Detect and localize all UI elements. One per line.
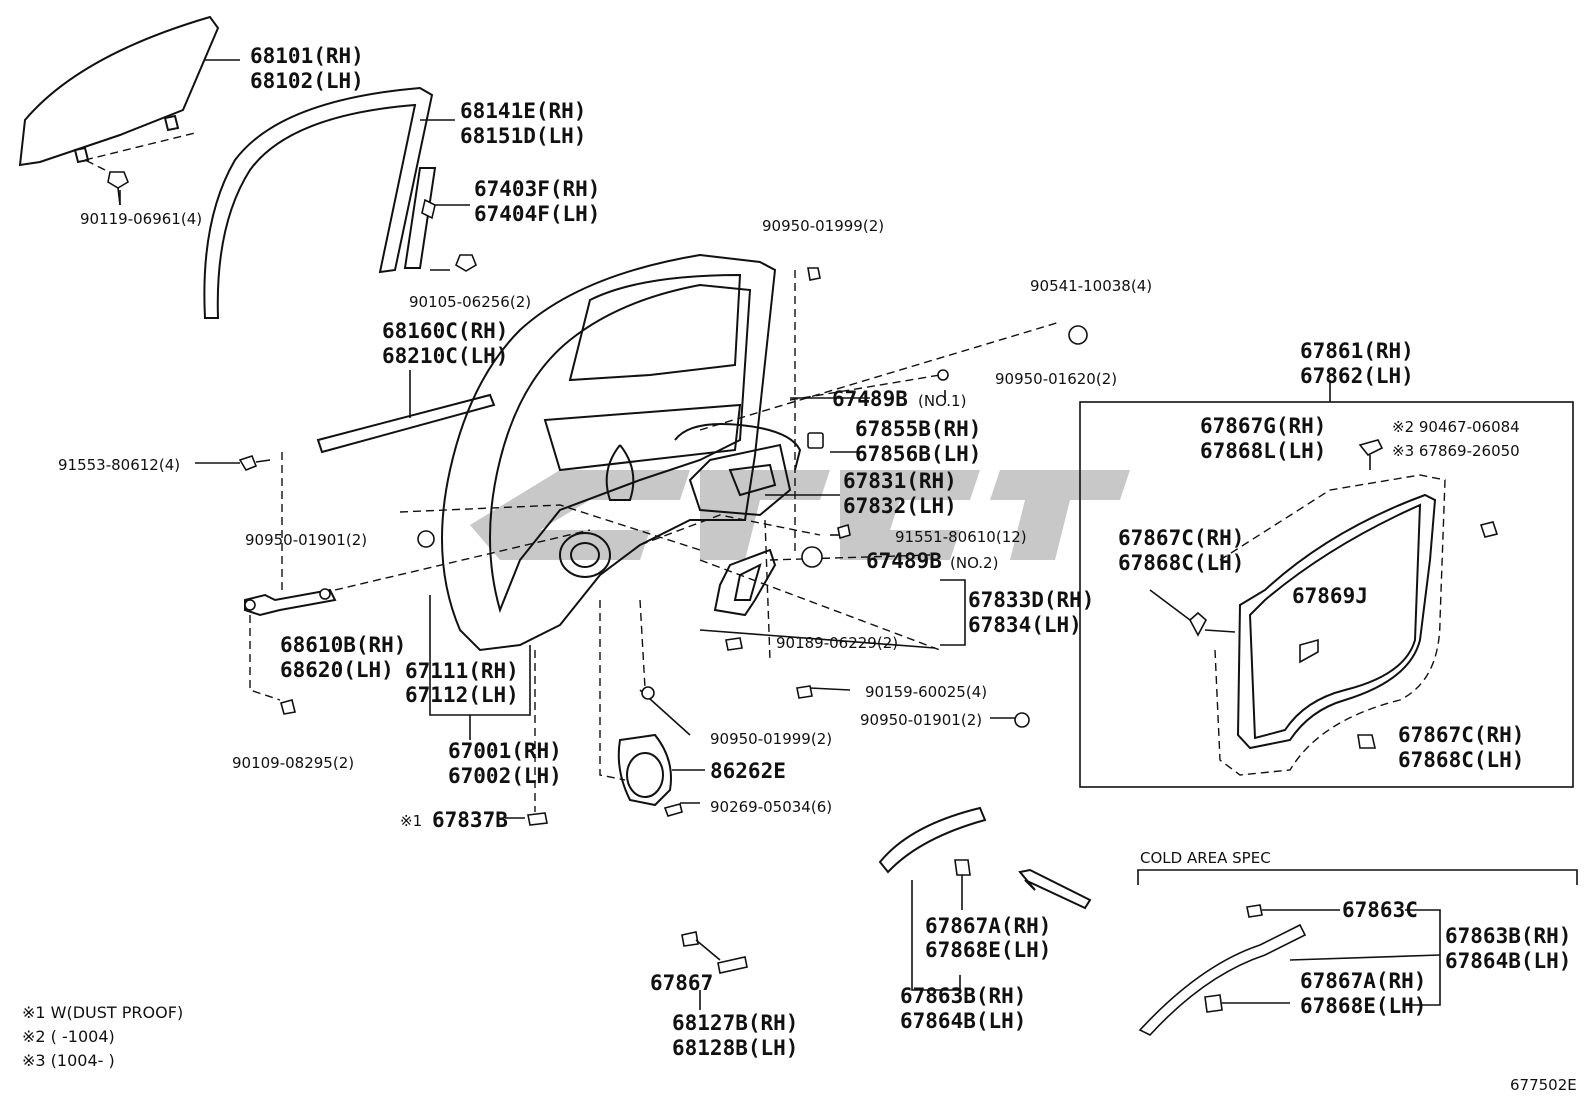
label-68101: 68101(RH) xyxy=(250,44,364,68)
label-67002: 67002(LH) xyxy=(448,764,562,788)
label-67864b-a: 67864B(LH) xyxy=(900,1009,1026,1033)
label-91553: 91553-80612(4) xyxy=(58,456,180,474)
footnote-2: ※2 ( -1004) xyxy=(22,1027,115,1046)
speaker xyxy=(617,733,705,807)
label-67831: 67831(RH) xyxy=(843,469,957,493)
belt-moulding xyxy=(316,370,496,454)
label-67111: 67111(RH) xyxy=(405,659,519,683)
door-lock xyxy=(674,423,840,517)
label-90541: 90541-10038(4) xyxy=(1030,277,1152,295)
label-90950-01901-right: 90950-01901(2) xyxy=(860,711,982,729)
label-68102: 68102(LH) xyxy=(250,69,364,93)
footnote-1: ※1 W(DUST PROOF) xyxy=(22,1003,183,1022)
inside-handle xyxy=(713,548,777,617)
label-90159: 90159-60025(4) xyxy=(865,683,987,701)
label-90119: 90119-06961(4) xyxy=(80,210,202,228)
label-67861: 67861(RH) xyxy=(1300,339,1414,363)
label-67001: 67001(RH) xyxy=(448,739,562,763)
moulding-strips xyxy=(681,806,1578,1036)
label-67489b-no1: 67489B xyxy=(832,387,908,411)
label-67868e-a: 67868E(LH) xyxy=(925,938,1051,962)
label-68141e: 68141E(RH) xyxy=(460,99,586,123)
label-90105: 90105-06256(2) xyxy=(409,293,531,311)
label-67856b: 67856B(LH) xyxy=(855,442,981,466)
label-86262e: 86262E xyxy=(710,759,786,783)
footnotes: ※1 W(DUST PROOF) ※2 ( -1004) ※3 (1004- ) xyxy=(22,1003,183,1070)
label-90950-01620: 90950-01620(2) xyxy=(995,370,1117,388)
label-67489b-no1-tag: (NO.1) xyxy=(918,392,966,410)
label-67855b: 67855B(RH) xyxy=(855,417,981,441)
label-90109: 90109-08295(2) xyxy=(232,754,354,772)
label-67863b-b: 67863B(RH) xyxy=(1445,924,1571,948)
label-90950-01999-top: 90950-01999(2) xyxy=(762,217,884,235)
label-67867a-b: 67867A(RH) xyxy=(1300,969,1426,993)
label-68620: 68620(LH) xyxy=(280,658,394,682)
label-68210c: 68210C(LH) xyxy=(382,344,508,368)
label-90189: 90189-06229(2) xyxy=(776,634,898,652)
weatherstrip-box xyxy=(1079,380,1574,788)
label-67867: 67867 xyxy=(650,971,713,995)
door-check xyxy=(244,588,337,617)
part-labels: 68101(RH) 68102(LH) 90119-06961(4) 68141… xyxy=(58,44,1571,1060)
cold-area-title: COLD AREA SPEC xyxy=(1140,849,1271,867)
label-67868c-b: 67868C(LH) xyxy=(1398,748,1524,772)
label-67867c-b: 67867C(RH) xyxy=(1398,723,1524,747)
run-channel xyxy=(203,86,455,319)
label-67867a-a: 67867A(RH) xyxy=(925,914,1051,938)
label-68127b: 68127B(RH) xyxy=(672,1011,798,1035)
label-67867c-a: 67867C(RH) xyxy=(1118,526,1244,550)
label-68160c: 68160C(RH) xyxy=(382,319,508,343)
label-91551: 91551-80610(12) xyxy=(895,528,1027,546)
label-67837b: 67837B xyxy=(432,808,508,832)
division-bar xyxy=(403,167,477,272)
label-67834: 67834(LH) xyxy=(968,613,1082,637)
label-67863c: 67863C xyxy=(1342,898,1418,922)
footnote-3: ※3 (1004- ) xyxy=(22,1051,115,1070)
label-67868l: 67868L(LH) xyxy=(1200,439,1326,463)
label-67833d: 67833D(RH) xyxy=(968,588,1094,612)
label-67869j: 67869J xyxy=(1292,584,1368,608)
label-67867g: 67867G(RH) xyxy=(1200,414,1326,438)
label-67864b-b: 67864B(LH) xyxy=(1445,949,1571,973)
label-67837b-mark: ※1 xyxy=(400,812,422,830)
label-67869-26050: ※3 67869-26050 xyxy=(1392,442,1520,460)
label-90467: ※2 90467-06084 xyxy=(1392,418,1520,436)
label-90950-01999-bottom: 90950-01999(2) xyxy=(710,730,832,748)
label-90950-01901-left: 90950-01901(2) xyxy=(245,531,367,549)
label-90269: 90269-05034(6) xyxy=(710,798,832,816)
door-glass xyxy=(18,15,240,171)
figure-id: 677502E xyxy=(1510,1076,1577,1094)
label-67112: 67112(LH) xyxy=(405,683,519,707)
label-67832: 67832(LH) xyxy=(843,494,957,518)
label-68128b: 68128B(LH) xyxy=(672,1036,798,1060)
label-68610b: 68610B(RH) xyxy=(280,633,406,657)
label-67404f: 67404F(LH) xyxy=(474,202,600,226)
label-67863b-a: 67863B(RH) xyxy=(900,984,1026,1008)
label-67862: 67862(LH) xyxy=(1300,364,1414,388)
watermark-logo xyxy=(470,470,1130,560)
door-panel xyxy=(441,253,777,652)
label-67489b-no2-tag: (NO.2) xyxy=(950,554,998,572)
label-67868e-b: 67868E(LH) xyxy=(1300,994,1426,1018)
label-67403f: 67403F(RH) xyxy=(474,177,600,201)
label-67489b-no2: 67489B xyxy=(866,549,942,573)
label-67868c-a: 67868C(LH) xyxy=(1118,551,1244,575)
bolt-icon xyxy=(107,171,129,206)
clip-icons xyxy=(238,267,1088,826)
label-68151d: 68151D(LH) xyxy=(460,124,586,148)
